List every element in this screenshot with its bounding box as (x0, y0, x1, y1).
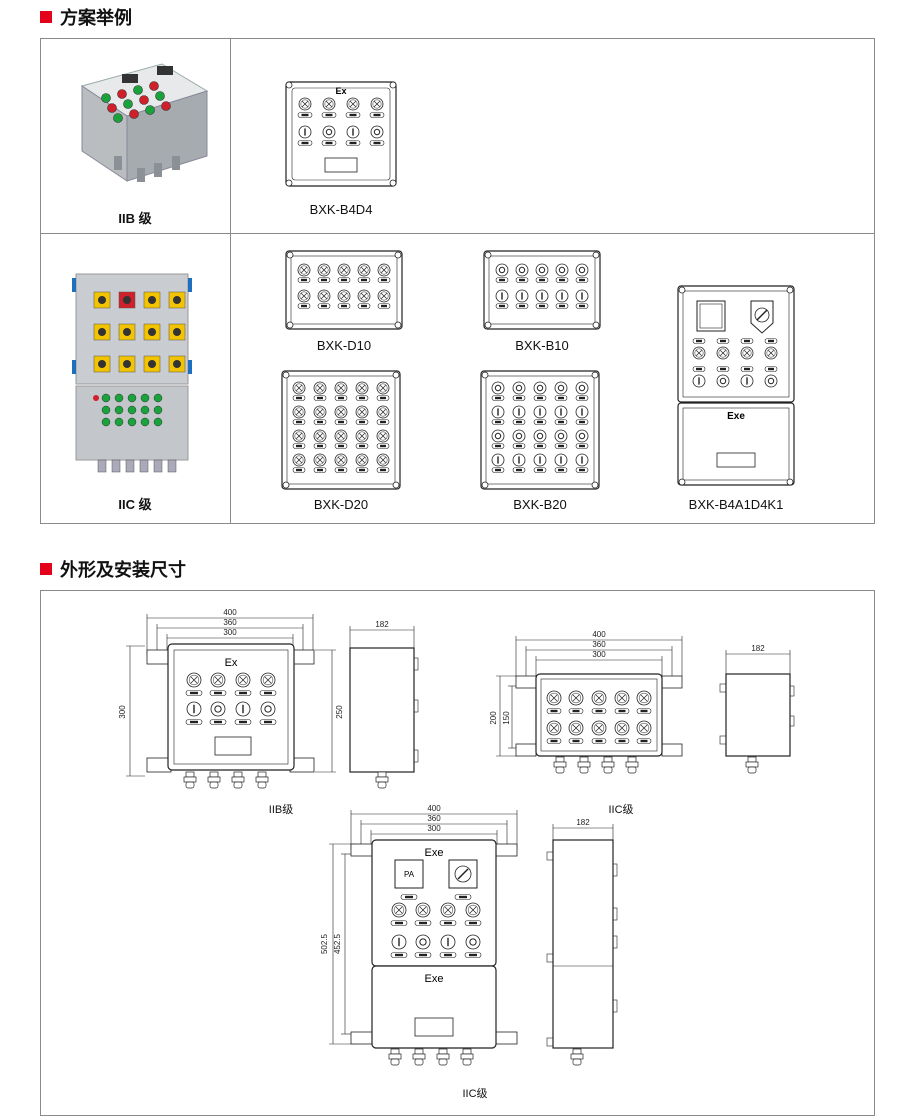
section-title-dimensions: 外形及安装尺寸 (40, 556, 186, 582)
model-label-bxk-b20: BXK-B20 (513, 497, 567, 512)
dim-depth: 182 (576, 818, 590, 827)
pa-meter-label: PA (404, 870, 415, 879)
dim-label-iic-tall: IIC级 (462, 1088, 488, 1100)
dim-label-iib: IIB级 (268, 804, 294, 816)
dim-400: 400 (592, 630, 606, 639)
bxk-d10-drawing (285, 250, 403, 330)
iic-tall-dimension-drawing: 400 360 300 502.5 452.5 Exe Exe PA 182 (320, 804, 618, 1066)
model-label-bxk-b4d4: BXK-B4D4 (309, 202, 373, 217)
dim-360: 360 (592, 640, 606, 649)
dim-h150: 150 (502, 711, 511, 725)
bxk-b4a1d4k1-drawing: Exe (677, 285, 795, 486)
dim-h300: 300 (118, 705, 127, 719)
iic-small-dimension-drawing: 400 360 300 200 150 182 (489, 630, 795, 774)
grade-label-iic: IIC 级 (118, 497, 152, 512)
dim-360: 360 (223, 618, 237, 627)
dim-h502: 502.5 (320, 933, 329, 954)
grade-label-iib: IIB 级 (118, 211, 152, 226)
iib-dimension-drawing: 400 360 300 300 250 Ex 182 (118, 608, 419, 789)
bxk-d20-drawing (281, 370, 401, 490)
bxk-b20-drawing (480, 370, 600, 490)
dim-h200: 200 (489, 711, 498, 725)
model-label-bxk-b10: BXK-B10 (515, 338, 569, 353)
dim-300: 300 (223, 628, 237, 637)
exe-mark-bottom: Exe (425, 973, 444, 985)
dim-300: 300 (592, 650, 606, 659)
section-title-examples: 方案举例 (40, 4, 132, 30)
dim-h250: 250 (335, 705, 344, 719)
model-label-bxk-d20: BXK-D20 (313, 497, 369, 512)
column-divider (230, 39, 231, 523)
model-label-bxk-d10: BXK-D10 (316, 338, 372, 353)
row-divider (41, 233, 874, 234)
red-square-icon (40, 563, 52, 575)
iic-box-photo (72, 273, 192, 473)
dim-h452: 452.5 (333, 933, 342, 954)
bxk-b4d4-drawing: Ex (285, 81, 397, 187)
iib-box-photo (80, 63, 209, 182)
dim-depth: 182 (751, 644, 765, 653)
exe-mark-top: Exe (425, 847, 444, 859)
red-square-icon (40, 11, 52, 23)
dim-400: 400 (427, 804, 441, 813)
dim-label-iic-small: IIC级 (608, 804, 634, 816)
ex-mark: Ex (335, 86, 346, 96)
model-label-bxk-b4a1d4k1: BXK-B4A1D4K1 (688, 497, 784, 512)
dim-depth: 182 (375, 620, 389, 629)
dim-400: 400 (223, 608, 237, 617)
dim-300: 300 (427, 824, 441, 833)
ex-mark: Ex (225, 657, 238, 669)
exe-mark: Exe (727, 411, 745, 422)
bxk-b10-drawing (483, 250, 601, 330)
dim-360: 360 (427, 814, 441, 823)
